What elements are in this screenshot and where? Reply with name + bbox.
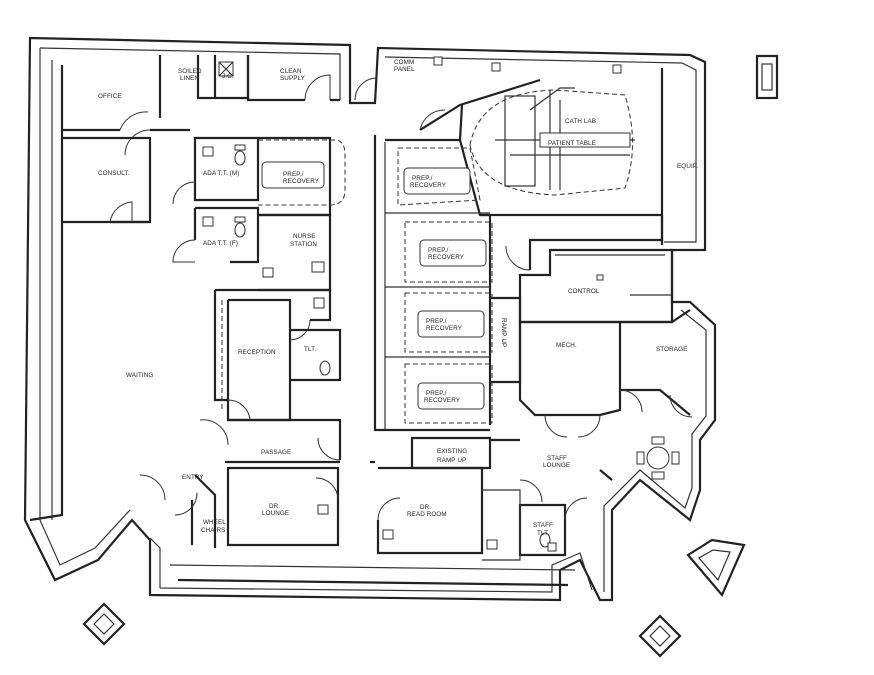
label-cath-lab: CATH LAB (565, 118, 596, 125)
label-storage: STORAGE (656, 346, 687, 353)
door-swings (109, 74, 693, 521)
label-dr-read-room-1: DR. (420, 504, 431, 511)
label-staff-lounge-1: STAFF (547, 455, 567, 462)
label-prep-recovery-3b: RECOVERY (428, 254, 465, 261)
label-reception: RECEPTION (238, 349, 276, 356)
label-existing-ramp-2: RAMP UP (437, 457, 466, 464)
label-nurse-station-1: NURSE (293, 233, 316, 240)
label-ada-tlt-f: ADA T.T. (F) (203, 240, 238, 247)
label-entry: ENTRY (182, 474, 204, 481)
label-tlt: TLT. (304, 346, 316, 353)
label-comm-panel-2: PANEL (394, 66, 415, 73)
label-jc: J.C. (222, 73, 234, 80)
label-dr-lounge-1: DR. (269, 503, 280, 510)
label-prep-recovery-5a: PREP./ (426, 390, 447, 397)
label-clean-supply-1: CLEAN (280, 68, 302, 75)
label-clean-supply-2: SUPPLY (280, 75, 306, 82)
label-prep-recovery-2a: PREP./ (412, 175, 433, 182)
label-prep-recovery-5b: RECOVERY (424, 397, 461, 404)
label-prep-recovery-2b: RECOVERY (410, 182, 447, 189)
label-soiled-linen-1: SOILED (178, 68, 202, 75)
label-waiting: WAITING (126, 372, 153, 379)
label-patient-table: PATIENT TABLE (548, 140, 596, 147)
label-equip: EQUIP. (677, 163, 698, 170)
label-mech: MECH. (556, 342, 577, 349)
label-prep-recovery-4a: PREP./ (426, 318, 447, 325)
label-existing-ramp-1: EXISTING (437, 448, 467, 455)
label-prep-recovery-1a: PREP./ (283, 171, 304, 178)
label-wheel-chairs-1: WHEEL (203, 519, 226, 526)
label-nurse-station-2: STATION (290, 241, 317, 248)
label-prep-recovery-4b: RECOVERY (426, 325, 463, 332)
label-prep-recovery-3a: PREP./ (428, 247, 449, 254)
label-prep-recovery-1b: RECOVERY (283, 178, 320, 185)
exterior-walls (23, 36, 717, 602)
label-staff-tlt-2: TLT. (537, 530, 549, 537)
label-dr-lounge-2: LOUNGE (262, 510, 289, 517)
label-consult: CONSULT. (98, 170, 130, 177)
label-staff-lounge-2: LOUNGE (543, 462, 570, 469)
exterior-markers (82, 54, 779, 658)
label-dr-read-room-2: READ ROOM (407, 511, 447, 518)
label-wheel-chairs-2: CHAIRS (201, 527, 225, 534)
interior-walls (62, 55, 691, 561)
label-ada-tlt-m: ADA T.T. (M) (203, 170, 239, 177)
label-soiled-linen-2: LINEN (180, 75, 199, 82)
label-staff-tlt-1: STAFF (533, 522, 553, 529)
fixtures (202, 56, 680, 552)
label-ramp-up: RAMP UP (500, 318, 507, 347)
label-control: CONTROL (568, 288, 600, 295)
label-office: OFFICE (98, 93, 122, 100)
label-passage: PASSAGE (261, 449, 291, 456)
room-labels: OFFICE SOILED LINEN J.C. CLEAN SUPPLY CO… (98, 59, 698, 537)
label-comm-panel-1: COMM (394, 59, 414, 66)
